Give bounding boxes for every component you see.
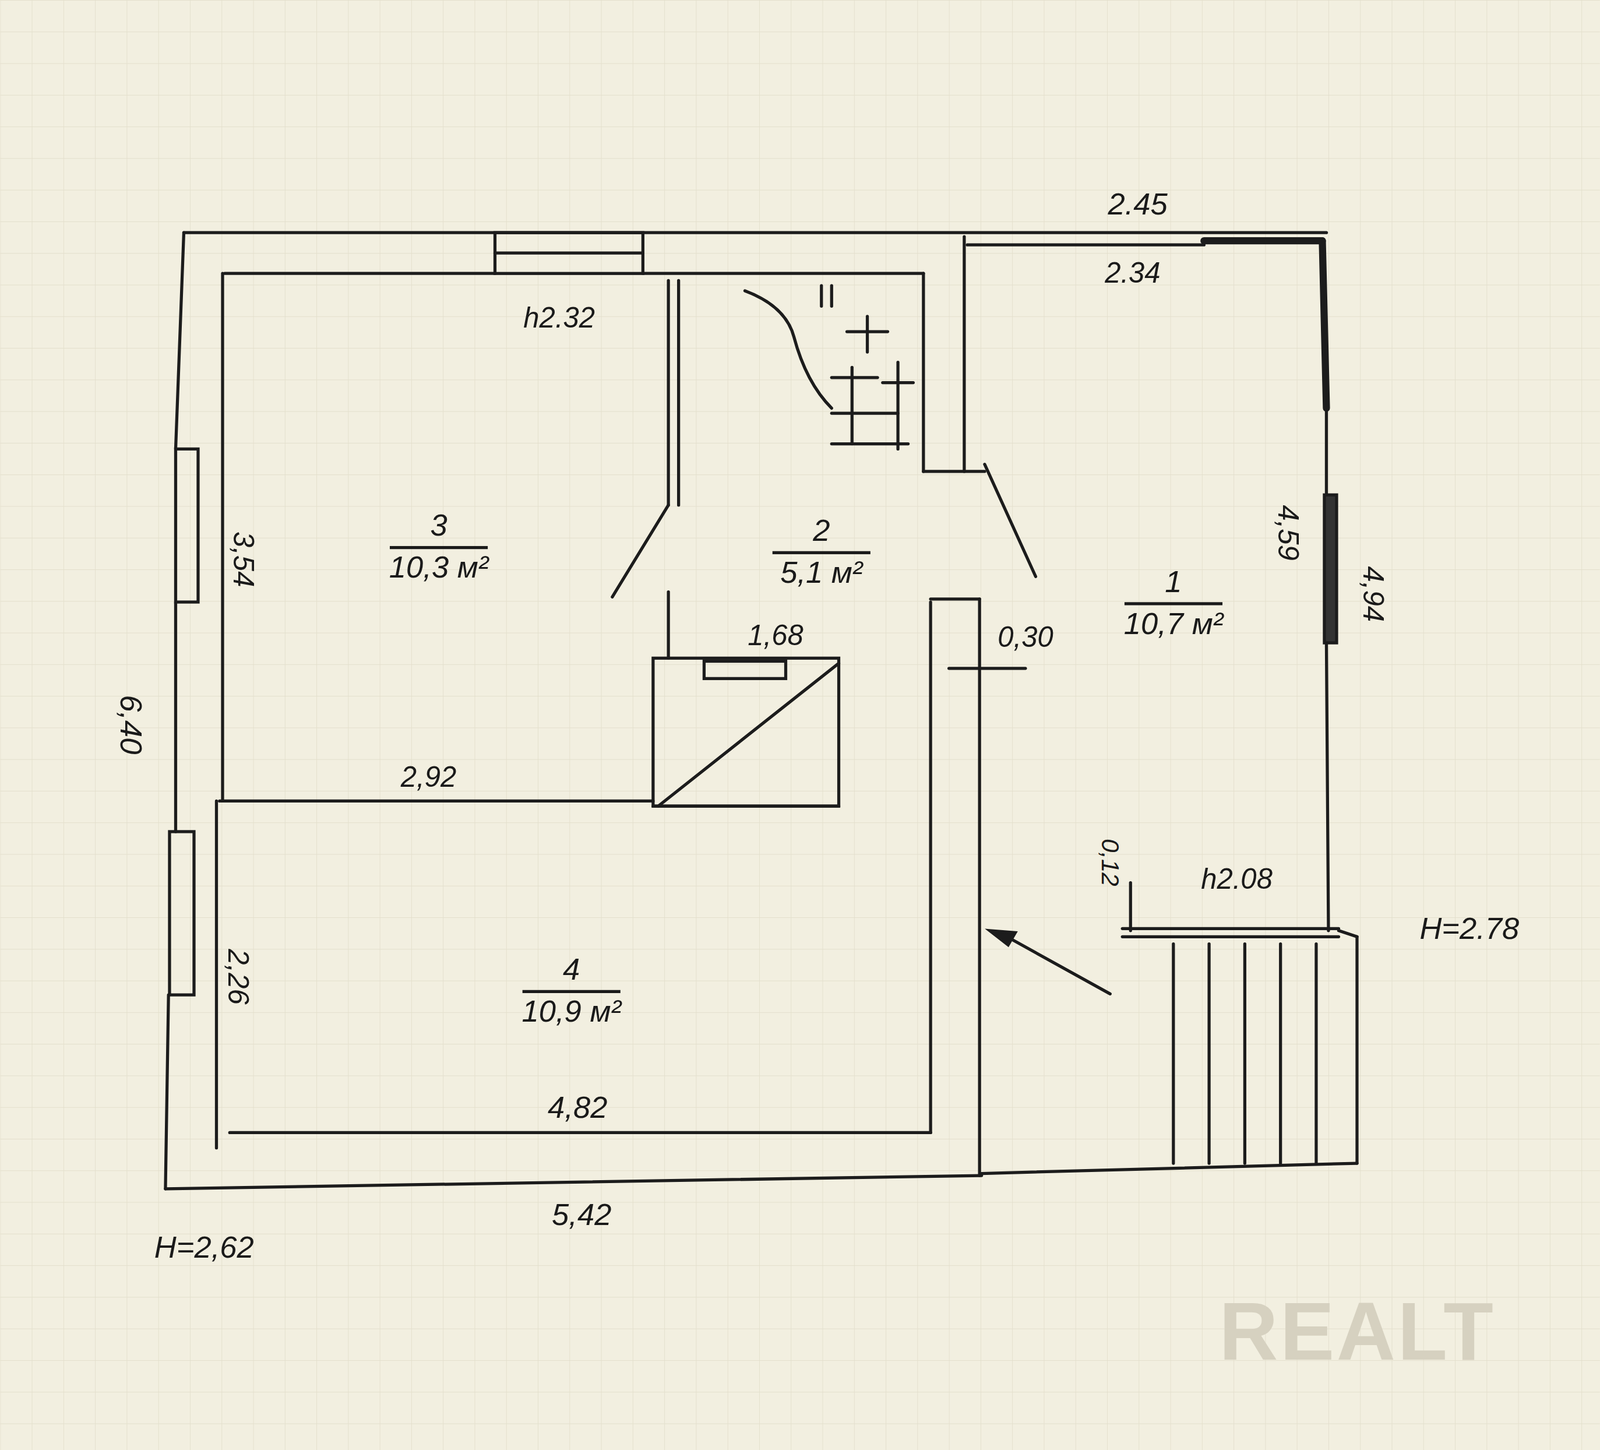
dimension-label: 2.34 bbox=[1104, 259, 1161, 288]
wall-line bbox=[930, 597, 980, 601]
dimension-label: 6,40 bbox=[115, 694, 147, 754]
dimension-label: 4,59 bbox=[1273, 504, 1303, 560]
window-opening bbox=[653, 657, 840, 806]
dimension-label: 1,68 bbox=[747, 621, 803, 651]
wall-line bbox=[896, 362, 900, 450]
wall-line bbox=[642, 272, 923, 276]
wall-line bbox=[612, 505, 669, 598]
wall-line bbox=[981, 1163, 1358, 1174]
wall-line bbox=[215, 800, 218, 1148]
watermark: REALT bbox=[1218, 1290, 1496, 1373]
wall-line bbox=[923, 469, 985, 473]
wall-line bbox=[819, 285, 823, 306]
room-label: 310,3 м² bbox=[381, 502, 497, 590]
wall-line bbox=[229, 1130, 931, 1134]
room-area: 10,3 м² bbox=[389, 548, 489, 585]
window-opening bbox=[1324, 494, 1337, 643]
wall-line bbox=[1207, 943, 1211, 1164]
wall-line bbox=[830, 285, 834, 306]
dimension-label: 0,30 bbox=[997, 623, 1053, 653]
window-opening bbox=[175, 448, 199, 602]
wall-line bbox=[949, 666, 1026, 670]
wall-line bbox=[1324, 407, 1328, 495]
room-label: 110,7 м² bbox=[1115, 558, 1232, 646]
room-label: 410,9 м² bbox=[513, 946, 630, 1034]
window-glass bbox=[494, 251, 643, 255]
wall-line bbox=[1122, 927, 1339, 930]
wall-line bbox=[1122, 935, 1339, 939]
dimension-label: 0,12 bbox=[1097, 838, 1123, 887]
wall-line bbox=[1129, 882, 1133, 931]
wall-line bbox=[667, 280, 671, 505]
wall-line bbox=[831, 375, 878, 379]
wall-line bbox=[677, 280, 680, 505]
dimension-label: Н=2,62 bbox=[154, 1231, 255, 1263]
stair-curve bbox=[744, 290, 832, 408]
wall-line bbox=[978, 598, 982, 1176]
dimension-label: 2.45 bbox=[1108, 188, 1168, 220]
dimension-label: 3,54 bbox=[228, 531, 257, 587]
window-opening bbox=[169, 831, 195, 995]
wall-line bbox=[865, 316, 869, 352]
wall-line bbox=[165, 994, 169, 1189]
wall-line bbox=[183, 231, 1327, 235]
wall-line bbox=[1171, 943, 1175, 1164]
thick-wall bbox=[1322, 240, 1327, 408]
wall-line bbox=[219, 799, 654, 803]
room-area: 10,9 м² bbox=[522, 992, 622, 1029]
room-number: 1 bbox=[1123, 562, 1223, 605]
wall-line bbox=[1314, 943, 1318, 1164]
room-number: 3 bbox=[389, 506, 488, 549]
wall-line bbox=[962, 236, 966, 472]
wall-line bbox=[658, 663, 840, 806]
walls bbox=[165, 232, 1358, 1189]
wall-line bbox=[220, 273, 224, 801]
dimension-label: Н=2.78 bbox=[1419, 913, 1520, 944]
wall-line bbox=[174, 601, 178, 832]
wall-line bbox=[224, 272, 496, 276]
room-number: 4 bbox=[522, 950, 621, 993]
window-opening bbox=[494, 232, 643, 274]
room-label: 25,1 м² bbox=[763, 507, 879, 595]
wall-line bbox=[667, 591, 671, 659]
wall-line bbox=[1338, 930, 1358, 937]
wall-line bbox=[1243, 943, 1247, 1164]
dimension-label: 4,82 bbox=[547, 1091, 608, 1123]
dimension-label: 4,94 bbox=[1358, 566, 1387, 622]
dimension-label: 2,92 bbox=[400, 763, 457, 792]
room-area: 10,7 м² bbox=[1123, 604, 1224, 642]
wall-line bbox=[921, 273, 925, 472]
wall-line bbox=[165, 1175, 982, 1189]
wall-line bbox=[928, 601, 932, 1133]
wall-line bbox=[1278, 943, 1282, 1164]
room-area: 5,1 м² bbox=[772, 553, 871, 591]
wall-line bbox=[831, 411, 898, 415]
arrow-head bbox=[989, 930, 1016, 946]
dimension-label: h2.08 bbox=[1200, 865, 1273, 894]
wall-line bbox=[984, 464, 1036, 577]
dimension-label: 2,26 bbox=[223, 948, 253, 1004]
wall-line bbox=[850, 367, 854, 444]
wall-line bbox=[175, 232, 184, 449]
room-number: 2 bbox=[772, 511, 871, 554]
window-opening bbox=[703, 661, 786, 679]
entrance-arrow bbox=[1005, 935, 1110, 995]
wall-line bbox=[1326, 642, 1329, 931]
thick-wall bbox=[1203, 237, 1323, 245]
dimension-label: h2.32 bbox=[523, 304, 595, 333]
wall-line bbox=[967, 243, 1204, 247]
dimension-label: 5,42 bbox=[551, 1199, 612, 1231]
wall-line bbox=[1355, 936, 1359, 1164]
